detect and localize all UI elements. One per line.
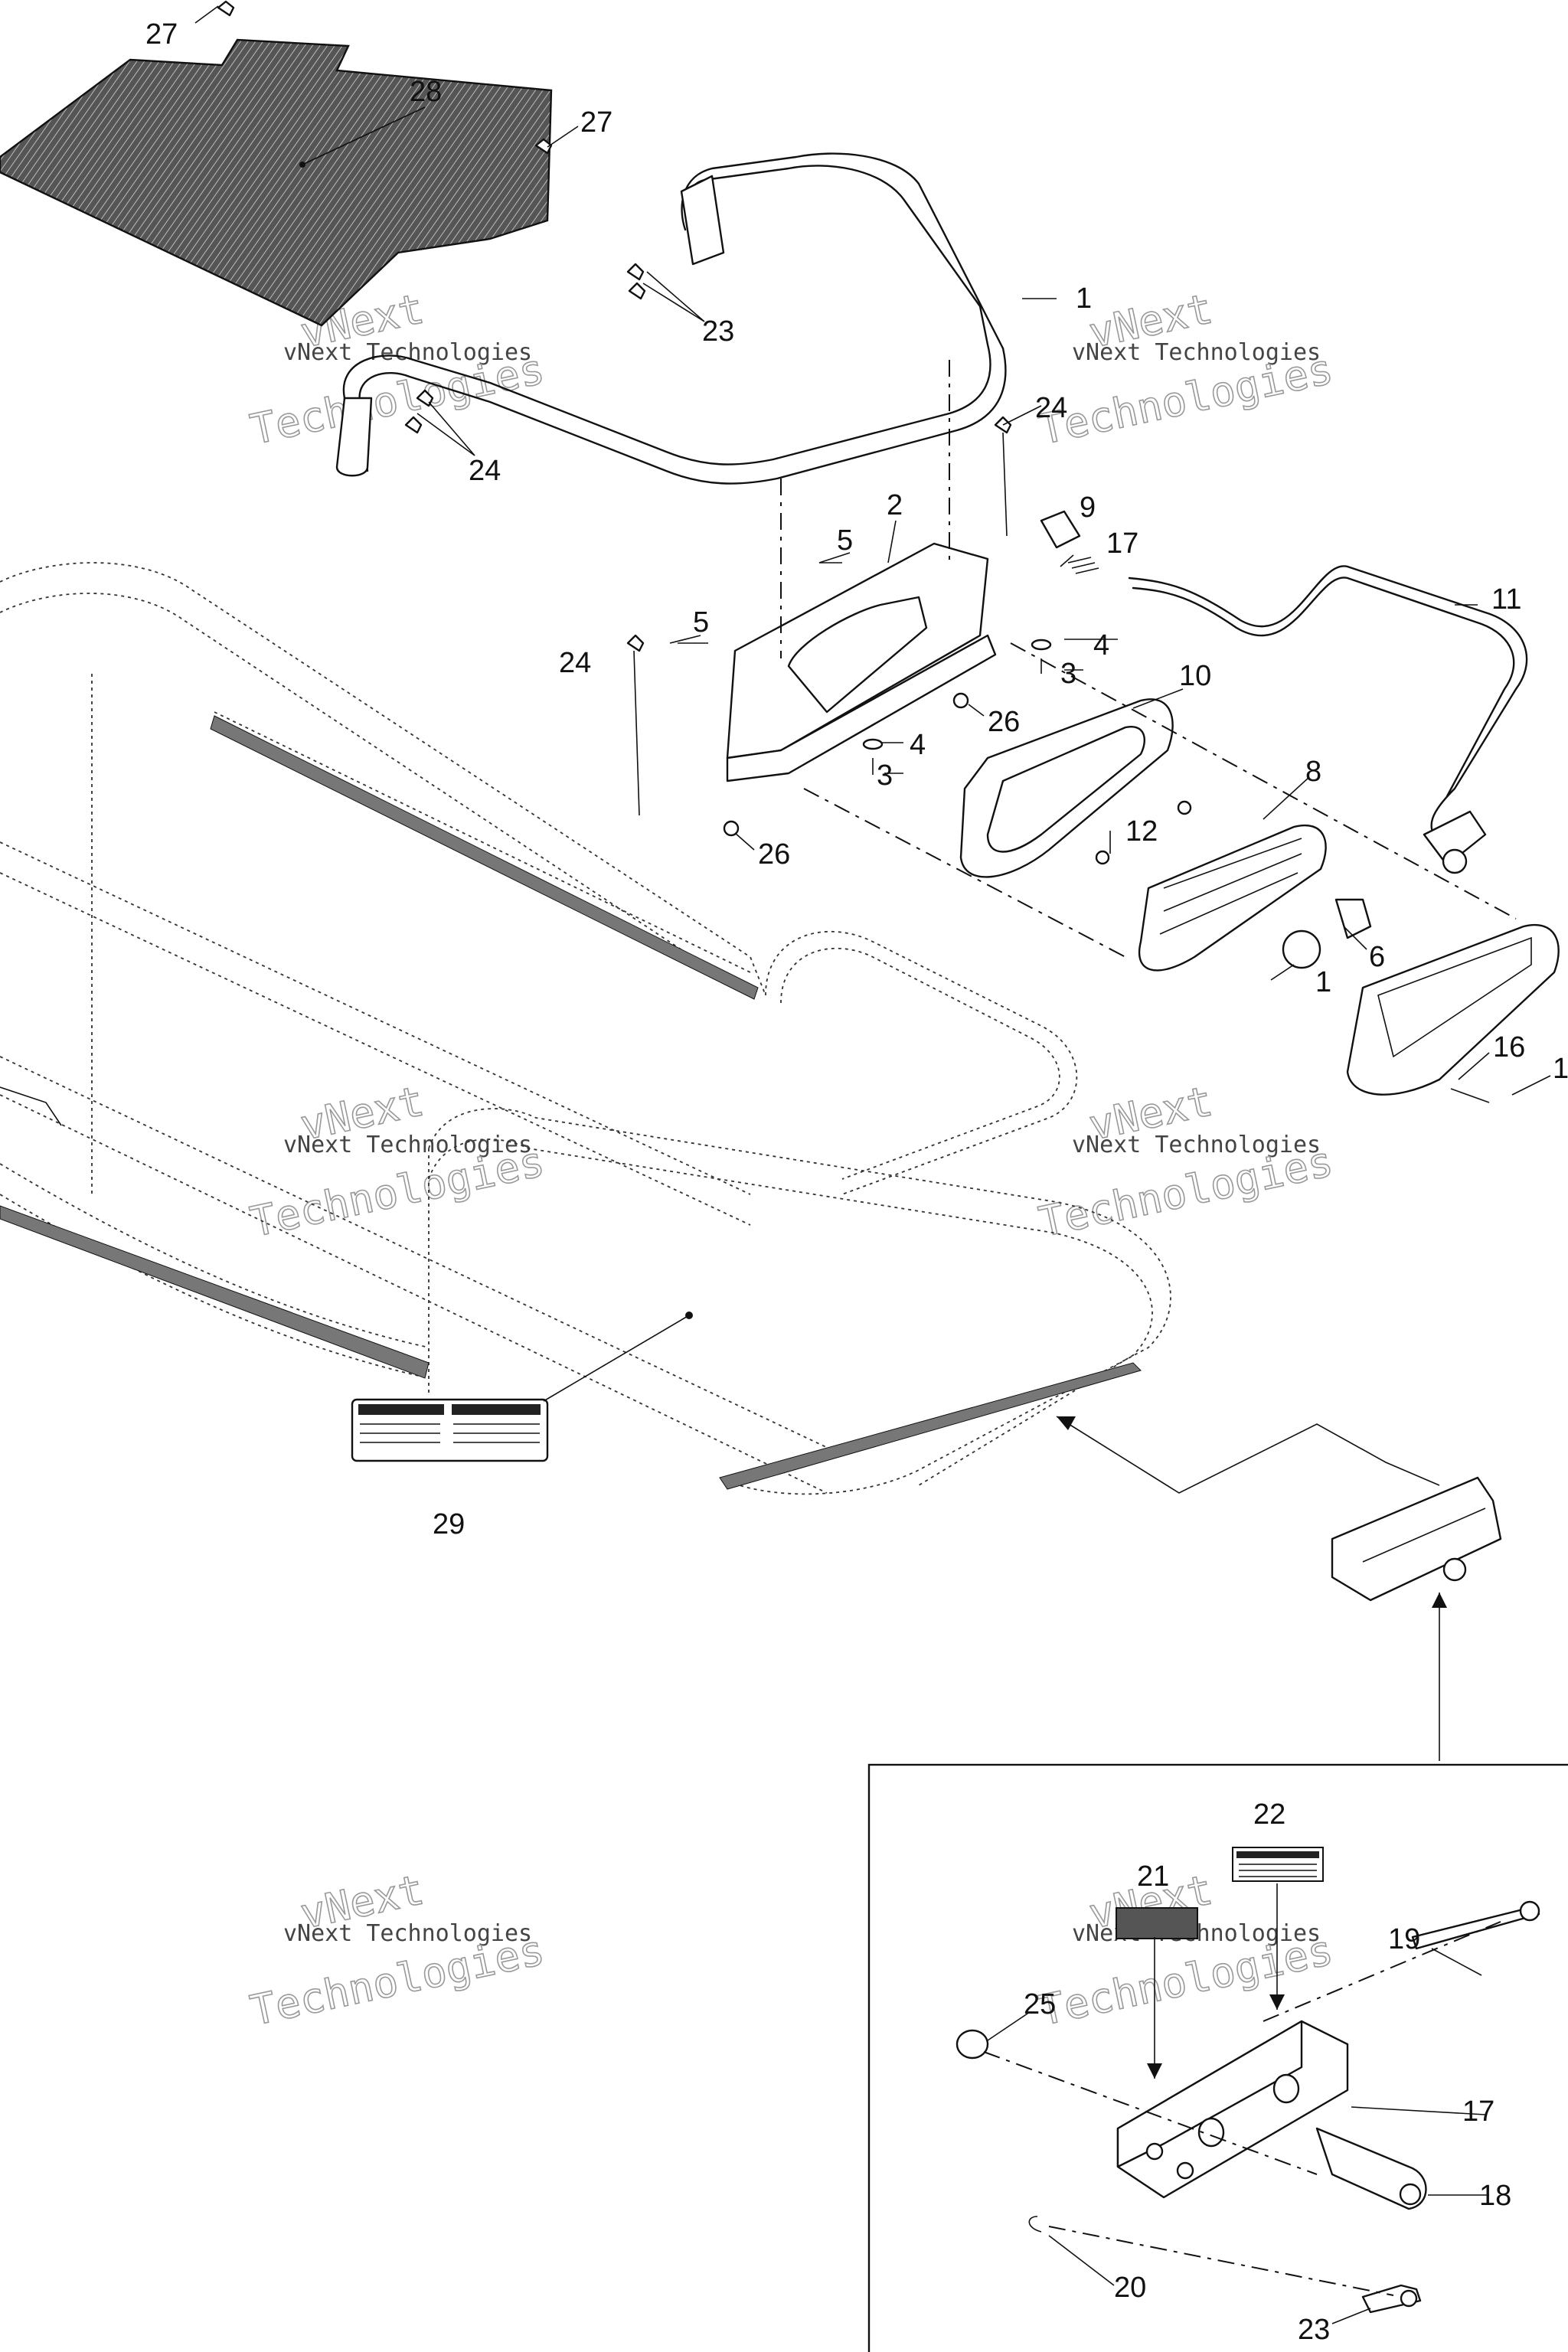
callout-24b: 24	[1035, 392, 1067, 424]
callout-23: 23	[1298, 2314, 1330, 2346]
callout-24c: 24	[469, 455, 501, 487]
callout-25: 25	[1024, 1988, 1056, 2020]
callout-11: 12	[1125, 815, 1158, 848]
watermark-line1: vNext Technologies	[1072, 339, 1321, 366]
fasteners	[217, 0, 1490, 1103]
callout-28: 28	[410, 76, 442, 108]
rack-mat	[0, 38, 553, 327]
callout-3a: 3	[1060, 658, 1076, 690]
watermark-group: vNext vNext Technologies Technologies vN…	[246, 283, 1338, 2035]
watermark-line1: vNext Technologies	[283, 1920, 532, 1947]
callout-8: 8	[1305, 756, 1321, 788]
grab-handle	[335, 152, 1007, 485]
callout-12: 1	[1315, 966, 1331, 998]
callout-29: 29	[433, 1508, 465, 1540]
callout-4b: 4	[910, 729, 926, 761]
callout-24a: 23	[702, 315, 734, 348]
watermark-line1: vNext Technologies	[283, 339, 532, 366]
watermark-line1: vNext Technologies	[1072, 1132, 1321, 1158]
hitch-detail	[956, 1900, 1540, 2314]
callout-17: 17	[1462, 2096, 1494, 2128]
callout-5b: 5	[693, 606, 709, 639]
callout-16: 16	[1493, 1031, 1525, 1063]
hitch-assembly-small	[1056, 1416, 1502, 1761]
callout-26a: 26	[988, 706, 1020, 738]
callout-24d: 24	[559, 647, 591, 679]
callout-4a: 4	[1093, 629, 1109, 662]
callout-19: 19	[1388, 1923, 1420, 1955]
callout-27a: 27	[145, 18, 178, 51]
callout-2: 2	[887, 489, 903, 521]
callout-21: 21	[1137, 1860, 1169, 1893]
callout-labels: 27 28 27 1 23 24 24 2 9 5 17 11 5 4 24 3…	[145, 18, 1568, 2346]
callout-1: 1	[1076, 283, 1092, 315]
callout-18: 18	[1479, 2180, 1511, 2212]
callout-22: 22	[1253, 1798, 1285, 1831]
callout-27b: 27	[580, 106, 612, 139]
hitch-detail-inset	[867, 1763, 1568, 2352]
taillight-bracket	[726, 360, 997, 782]
watermark-line1: vNext Technologies	[283, 1132, 532, 1158]
callout-20: 20	[1114, 2272, 1146, 2304]
callout-26b: 26	[758, 838, 790, 871]
callout-15: 17	[1106, 528, 1138, 560]
callout-13: 15	[1553, 1053, 1568, 1085]
warning-label	[351, 1312, 693, 1462]
hitch-decals	[1116, 1847, 1324, 2079]
callout-7: 9	[1080, 492, 1096, 524]
callout-10: 11	[1491, 583, 1521, 616]
wire-harness	[1040, 510, 1528, 874]
callout-3b: 3	[877, 760, 893, 792]
callout-5a: 5	[837, 524, 853, 557]
callout-9: 10	[1179, 660, 1211, 692]
leader-lines	[194, 5, 1551, 2324]
callout-6: 6	[1369, 941, 1385, 973]
taillight-assembly	[803, 642, 1560, 1096]
tunnel-frame	[0, 562, 1171, 1495]
